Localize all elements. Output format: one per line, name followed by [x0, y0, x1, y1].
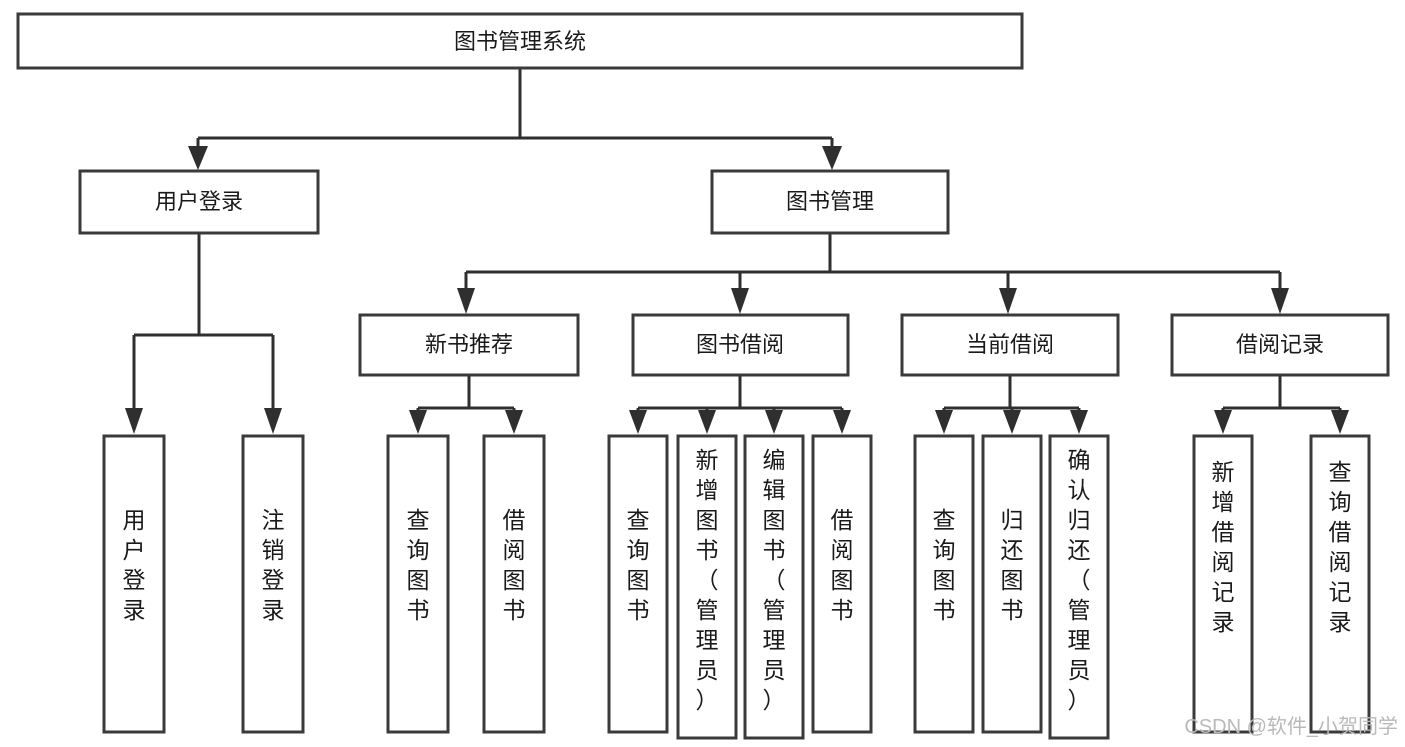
leaf-cb-return-book-label: 归还图书	[1001, 507, 1024, 623]
leaf-cb-confirm-return-admin-label: 确认归还（管理员）	[1068, 447, 1091, 713]
leaf-bb-add-book-admin-label: 新增图书（管理员）	[696, 447, 719, 713]
leaf-logout-label: 注销登录	[262, 507, 285, 623]
arrow-leaf-bb-add-book	[698, 410, 716, 434]
arrow-to-borrow-record	[1271, 288, 1289, 314]
leaf-cb-return-book[interactable]: 归还图书	[981, 434, 1043, 734]
node-root-system[interactable]: 图书管理系统	[16, 12, 1024, 70]
node-book-borrow[interactable]: 图书借阅	[631, 313, 850, 377]
arrow-leaf-br-add-record	[1214, 410, 1232, 434]
leaf-cb-query-book-box[interactable]	[913, 434, 975, 734]
leaf-nb-query-book-label: 查询图书	[407, 507, 430, 623]
leaf-br-add-record-box[interactable]	[1192, 434, 1254, 734]
arrow-leaf-bb-query-book	[629, 410, 647, 434]
leaf-nb-query-book[interactable]: 查询图书	[386, 434, 450, 734]
node-book-management[interactable]: 图书管理	[710, 169, 950, 235]
leaf-cb-confirm-return-admin-box[interactable]	[1048, 434, 1110, 740]
leaf-bb-borrow-book-box[interactable]	[811, 434, 873, 734]
arrow-to-new-book-rec	[457, 288, 475, 314]
book-borrow-label: 图书借阅	[696, 332, 784, 357]
leaf-cb-query-book-label: 查询图书	[933, 507, 956, 623]
arrow-to-book-mgmt	[822, 146, 842, 170]
leaf-bb-query-book-box[interactable]	[607, 434, 669, 734]
root-box[interactable]	[16, 12, 1024, 70]
leaf-cb-return-book-box[interactable]	[981, 434, 1043, 734]
arrow-to-user-login	[188, 146, 208, 170]
current-borrow-box[interactable]	[900, 313, 1120, 377]
new-book-recommend-label: 新书推荐	[425, 332, 513, 357]
leaf-logout-box[interactable]	[241, 434, 305, 734]
current-borrow-label: 当前借阅	[966, 332, 1054, 357]
leaf-nb-borrow-book-label: 借阅图书	[503, 507, 526, 623]
leaf-br-query-record-label: 查询借阅记录	[1329, 459, 1352, 635]
leaf-nb-borrow-book[interactable]: 借阅图书	[482, 434, 546, 734]
leaf-br-query-record-box[interactable]	[1309, 434, 1371, 734]
arrow-to-book-borrow	[731, 288, 749, 314]
arrow-leaf-user-login	[125, 408, 143, 434]
borrow-record-box[interactable]	[1170, 313, 1390, 377]
node-user-login[interactable]: 用户登录	[78, 169, 320, 235]
leaf-bb-edit-book-admin-box[interactable]	[743, 434, 805, 740]
arrow-leaf-bb-edit-book	[765, 410, 783, 434]
arrow-to-current-borrow	[999, 288, 1017, 314]
user-login-box[interactable]	[78, 169, 320, 235]
leaf-nb-borrow-book-box[interactable]	[482, 434, 546, 734]
leaf-user-login-box[interactable]	[102, 434, 166, 734]
leaf-cb-query-book[interactable]: 查询图书	[913, 434, 975, 734]
arrow-leaf-bb-borrow-book	[833, 410, 851, 434]
leaf-bb-edit-book-admin[interactable]: 编辑图书（管理员）	[743, 434, 805, 740]
leaf-bb-borrow-book[interactable]: 借阅图书	[811, 434, 873, 734]
arrow-leaf-nb-query-book	[409, 410, 427, 434]
arrow-leaf-nb-borrow-book	[505, 410, 523, 434]
leaf-logout[interactable]: 注销登录	[241, 434, 305, 734]
leaf-bb-add-book-admin[interactable]: 新增图书（管理员）	[676, 434, 738, 740]
leaf-br-query-record[interactable]: 查询借阅记录	[1309, 434, 1371, 734]
book-borrow-box[interactable]	[631, 313, 850, 377]
leaf-user-login[interactable]: 用户登录	[102, 434, 166, 734]
book-management-box[interactable]	[710, 169, 950, 235]
leaf-bb-query-book-label: 查询图书	[627, 507, 650, 623]
root-label: 图书管理系统	[454, 29, 586, 54]
arrow-leaf-cb-query-book	[935, 410, 953, 434]
user-login-label: 用户登录	[155, 189, 243, 214]
leaf-bb-query-book[interactable]: 查询图书	[607, 434, 669, 734]
arrow-leaf-cb-confirm-return	[1070, 410, 1088, 434]
node-new-book-recommend[interactable]: 新书推荐	[358, 313, 580, 377]
node-current-borrow[interactable]: 当前借阅	[900, 313, 1120, 377]
edges-layer	[125, 68, 1349, 434]
leaf-nb-query-book-box[interactable]	[386, 434, 450, 734]
arrow-leaf-br-query-record	[1331, 410, 1349, 434]
watermark: CSDN @软件_小贺同学	[1184, 715, 1398, 738]
arrow-leaf-logout	[264, 408, 282, 434]
book-management-label: 图书管理	[786, 189, 874, 214]
borrow-record-label: 借阅记录	[1236, 332, 1324, 357]
leaf-bb-edit-book-admin-label: 编辑图书（管理员）	[763, 447, 786, 713]
leaf-br-add-record-label: 新增借阅记录	[1212, 459, 1235, 635]
new-book-recommend-box[interactable]	[358, 313, 580, 377]
leaf-br-add-record[interactable]: 新增借阅记录	[1192, 434, 1254, 734]
leaf-bb-add-book-admin-box[interactable]	[676, 434, 738, 740]
leaf-cb-confirm-return-admin[interactable]: 确认归还（管理员）	[1048, 434, 1110, 740]
leaf-user-login-label: 用户登录	[123, 507, 146, 623]
arrow-leaf-cb-return-book	[1003, 410, 1021, 434]
node-borrow-record[interactable]: 借阅记录	[1170, 313, 1390, 377]
leaf-bb-borrow-book-label: 借阅图书	[831, 507, 854, 623]
